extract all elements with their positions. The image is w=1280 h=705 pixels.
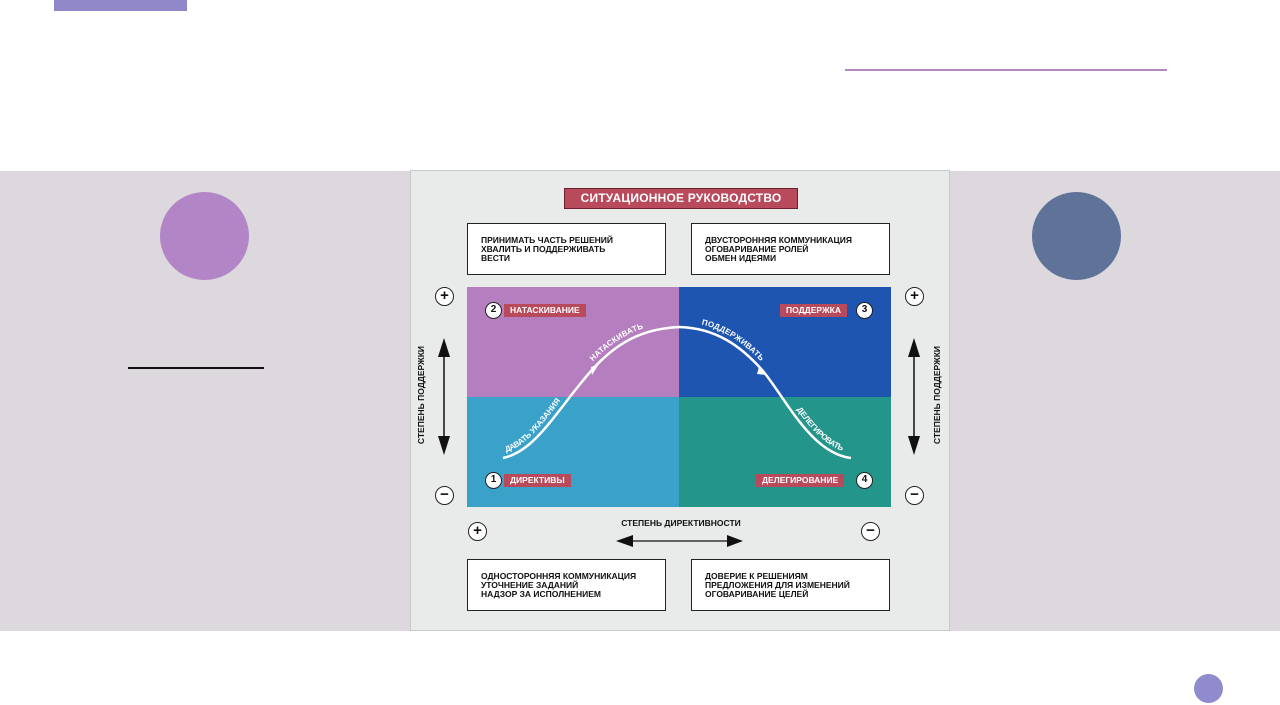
leadership-curve [502, 325, 852, 460]
quadrant-number-1: 1 [485, 472, 502, 489]
minus-icon: − [435, 486, 454, 505]
plus-icon: + [435, 287, 454, 306]
note-line: ПРИНИМАТЬ ЧАСТЬ РЕШЕНИЙ [481, 235, 613, 245]
note-line: ВЕСТИ [481, 253, 511, 264]
top-accent-tab [54, 0, 187, 11]
minus-icon: − [905, 486, 924, 505]
decorative-circle-left [160, 192, 249, 280]
axis-label-directive: СТЕПЕНЬ ДИРЕКТИВНОСТИ [621, 518, 741, 528]
minus-icon: − [861, 522, 880, 541]
title-underline [845, 69, 1167, 71]
note-line: ОБМЕН ИДЕЯМИ [705, 253, 777, 264]
quadrant-label-directing: ДИРЕКТИВЫ [504, 474, 571, 487]
note-line: ДВУСТОРОННЯЯ КОММУНИКАЦИЯ [705, 235, 852, 245]
quadrant-number-2: 2 [485, 302, 502, 319]
note-box-coaching: ПРИНИМАТЬ ЧАСТЬ РЕШЕНИЙ ХВАЛИТЬ И ПОДДЕР… [467, 223, 666, 275]
left-divider [128, 367, 264, 369]
diagram-graphics: ДАВАТЬ УКАЗАНИЯ НАТАСКИВАТЬ ПОДДЕРЖИВАТЬ… [438, 287, 920, 547]
diagram-title: СИТУАЦИОННОЕ РУКОВОДСТВО [564, 188, 798, 209]
quadrant-delegating [679, 397, 891, 507]
slide-number-dot [1194, 674, 1223, 703]
plus-icon: + [468, 522, 487, 541]
note-line: НАДЗОР ЗА ИСПОЛНЕНИЕМ [481, 589, 601, 600]
axis-label-support-right: СТЕПЕНЬ ПОДДЕРЖКИ [932, 345, 942, 445]
quadrant-directing [467, 397, 679, 507]
directive-arrow [616, 535, 743, 547]
quadrant-number-3: 3 [856, 302, 873, 319]
note-line: ОГОВАРИВАНИЕ ЦЕЛЕЙ [705, 589, 809, 600]
quadrant-label-coaching: НАТАСКИВАНИЕ [504, 304, 586, 317]
note-line: ОДНОСТОРОННЯЯ КОММУНИКАЦИЯ [481, 571, 637, 581]
axis-label-support-left: СТЕПЕНЬ ПОДДЕРЖКИ [416, 345, 426, 445]
note-line: ПРЕДЛОЖЕНИЯ ДЛЯ ИЗМЕНЕНИЙ [705, 580, 850, 591]
note-line: ДОВЕРИЕ К РЕШЕНИЯМ [705, 571, 808, 581]
support-arrow-right [908, 338, 920, 455]
note-box-directing: ОДНОСТОРОННЯЯ КОММУНИКАЦИЯ УТОЧНЕНИЕ ЗАД… [467, 559, 666, 611]
quadrant-number-4: 4 [856, 472, 873, 489]
curve-arrow-right [757, 367, 767, 375]
quadrant-label-supporting: ПОДДЕРЖКА [780, 304, 847, 317]
support-arrow-left [438, 338, 450, 455]
note-box-delegating: ДОВЕРИЕ К РЕШЕНИЯМ ПРЕДЛОЖЕНИЯ ДЛЯ ИЗМЕН… [691, 559, 890, 611]
decorative-circle-right [1032, 192, 1121, 280]
note-line: УТОЧНЕНИЕ ЗАДАНИЙ [481, 580, 579, 591]
note-box-supporting: ДВУСТОРОННЯЯ КОММУНИКАЦИЯ ОГОВАРИВАНИЕ Р… [691, 223, 890, 275]
quadrant-label-delegating: ДЕЛЕГИРОВАНИЕ [756, 474, 845, 487]
situational-leadership-diagram: ДАВАТЬ УКАЗАНИЯ НАТАСКИВАТЬ ПОДДЕРЖИВАТЬ… [410, 170, 950, 631]
note-line: ХВАЛИТЬ И ПОДДЕРЖИВАТЬ [481, 244, 606, 255]
curve-arrow-left [591, 364, 599, 375]
note-line: ОГОВАРИВАНИЕ РОЛЕЙ [705, 244, 809, 255]
plus-icon: + [905, 287, 924, 306]
